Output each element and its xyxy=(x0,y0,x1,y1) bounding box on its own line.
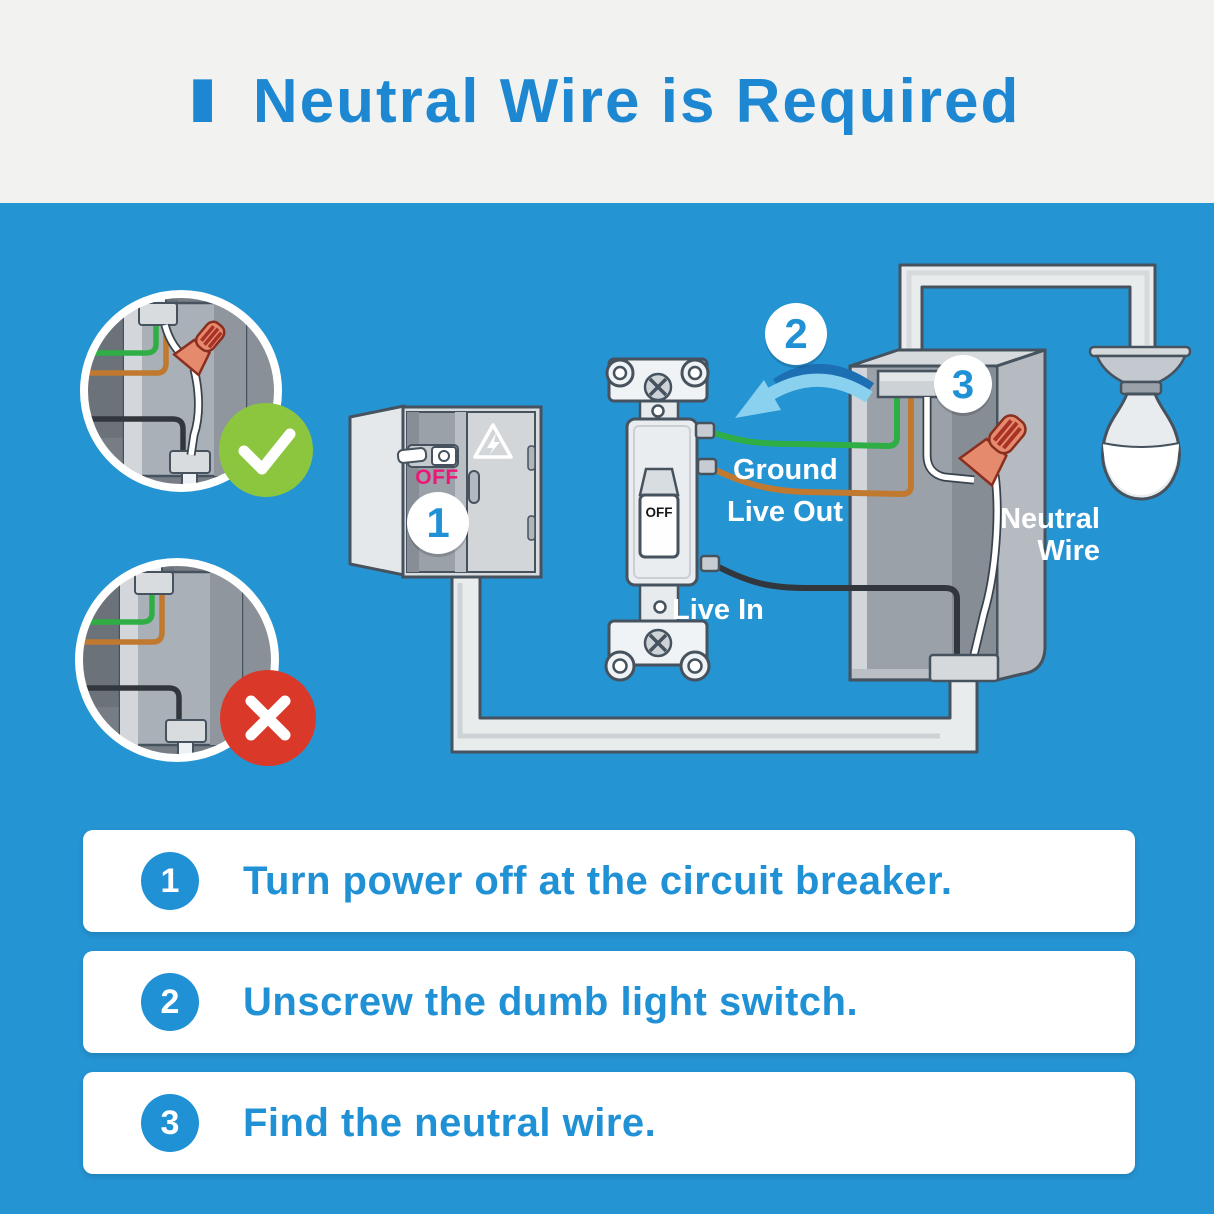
page-title: Neutral Wire is Required xyxy=(252,66,1021,136)
breaker-off-label: OFF xyxy=(415,466,459,489)
step-row-2: 2 Unscrew the dumb light switch. xyxy=(83,951,1135,1053)
neutral-wire xyxy=(924,397,975,483)
wires xyxy=(694,395,960,655)
live-in-label: Live In xyxy=(672,594,764,626)
good-wiring-inset xyxy=(80,290,313,497)
electric-hazard-icon xyxy=(473,423,513,459)
badge-1: 1 xyxy=(407,492,469,557)
neutral-wire-label: Wire xyxy=(1037,535,1100,567)
step-2-badge: 2 xyxy=(141,973,199,1031)
svg-text:3: 3 xyxy=(952,363,974,407)
cross-icon xyxy=(220,670,316,766)
badge-2: 2 xyxy=(765,303,827,368)
instruction-steps: 1 Turn power off at the circuit breaker.… xyxy=(83,830,1135,1174)
neutral-wire xyxy=(971,474,1000,656)
live-out-wire xyxy=(705,395,914,498)
title-row: I Neutral Wire is Required xyxy=(184,66,1021,136)
wiring-diagram: OFF OFF xyxy=(75,263,1192,766)
step-2-text: Unscrew the dumb light switch. xyxy=(243,979,859,1024)
wire-nut-icon xyxy=(957,414,1027,488)
ground-wire xyxy=(704,395,900,450)
screw-icon xyxy=(643,628,673,658)
conduit-pipes xyxy=(450,263,1157,754)
junction-box-interior xyxy=(876,369,1027,683)
unscrew-arrow-icon xyxy=(735,363,875,418)
header: I Neutral Wire is Required xyxy=(0,0,1214,203)
section-marker: I xyxy=(184,66,221,136)
check-icon xyxy=(219,403,313,497)
live-out-label: Live Out xyxy=(727,496,843,528)
svg-text:2: 2 xyxy=(784,310,807,357)
breaker-switch xyxy=(396,444,459,468)
step-3-text: Find the neutral wire. xyxy=(243,1100,657,1145)
light-bulb xyxy=(1088,345,1192,501)
switch-off-label: OFF xyxy=(646,505,673,520)
svg-text:1: 1 xyxy=(426,499,449,546)
badge-3: 3 xyxy=(934,355,992,416)
ground-label: Ground xyxy=(733,454,838,486)
neutral-wire-label: Neutral xyxy=(1000,503,1100,535)
bad-wiring-inset xyxy=(75,558,316,766)
wire-nut-icon xyxy=(172,320,226,378)
step-3-badge: 3 xyxy=(141,1094,199,1152)
step-1-badge: 1 xyxy=(141,852,199,910)
step-1-text: Turn power off at the circuit breaker. xyxy=(243,858,953,903)
step-row-3: 3 Find the neutral wire. xyxy=(83,1072,1135,1174)
dumb-light-switch: OFF xyxy=(604,357,711,682)
screw-icon xyxy=(643,372,673,402)
live-in-wire xyxy=(709,560,960,655)
step-row-1: 1 Turn power off at the circuit breaker. xyxy=(83,830,1135,932)
